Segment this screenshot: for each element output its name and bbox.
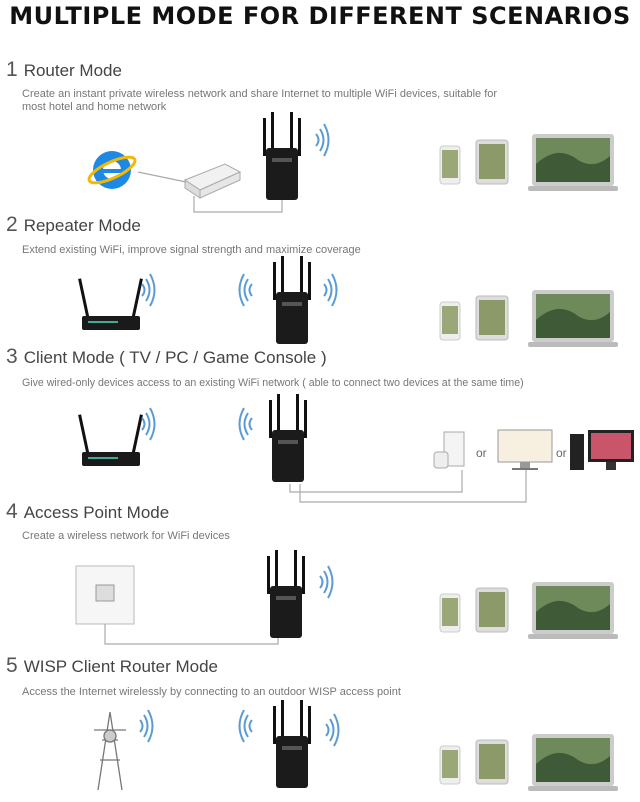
wall-socket-icon (75, 565, 135, 625)
pc-icon (570, 430, 634, 470)
mode-2-desc: Extend existing WiFi, improve signal str… (22, 244, 361, 256)
modem-icon (183, 163, 242, 199)
wifi-waves-icon (139, 709, 154, 743)
mode-5-desc: Access the Internet wirelessly by connec… (22, 686, 401, 698)
router-icon (78, 278, 143, 330)
wifi-waves-icon (325, 713, 340, 747)
game-console-icon (433, 431, 465, 469)
devices-group (440, 582, 618, 639)
mode-3-desc: Give wired-only devices access to an exi… (22, 377, 524, 389)
or-label-1: or (476, 446, 487, 460)
wifi-waves-icon (315, 123, 330, 157)
wifi-waves-icon (323, 273, 338, 307)
mode-4-desc: Create a wireless network for WiFi devic… (22, 530, 230, 542)
extender-icon (269, 394, 307, 482)
cable-lines (104, 624, 279, 645)
wifi-waves-icon (238, 407, 253, 441)
extender-icon (263, 112, 301, 200)
cable-lines (137, 171, 283, 213)
wifi-waves-icon (141, 407, 156, 441)
devices-group (440, 734, 618, 791)
extender-icon (267, 550, 305, 638)
tower-icon (94, 711, 126, 791)
router-icon (78, 414, 143, 466)
or-label-2: or (556, 446, 567, 460)
tv-icon (497, 429, 553, 470)
extender-icon (273, 256, 311, 344)
page-title: MULTIPLE MODE FOR DIFFERENT SCENARIOS (9, 2, 631, 30)
extender-icon (273, 700, 311, 788)
wifi-waves-icon (238, 709, 253, 743)
devices-group (440, 290, 618, 347)
internet-explorer-icon (87, 151, 137, 189)
mode-1-desc: Create an instant private wireless netwo… (22, 88, 498, 113)
devices-group (440, 134, 618, 191)
wifi-waves-icon (141, 273, 156, 307)
wifi-waves-icon (238, 273, 253, 307)
cable-lines (289, 470, 527, 503)
wifi-waves-icon (319, 565, 334, 599)
